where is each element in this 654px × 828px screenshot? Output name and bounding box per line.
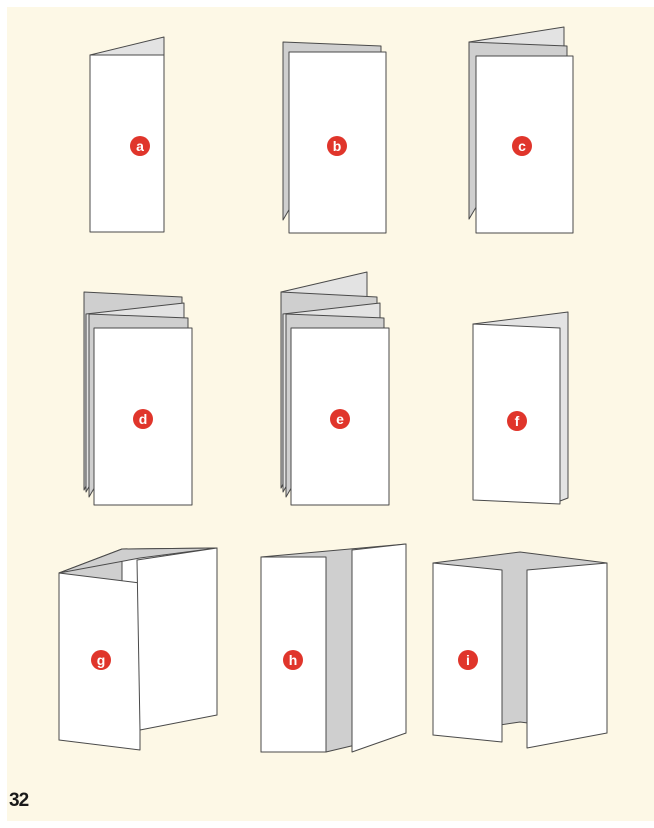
fold-label-badge: g <box>91 650 111 670</box>
fold-label-badge: b <box>327 136 347 156</box>
page-number: 32 <box>9 790 28 812</box>
fold-h-right-panel <box>352 544 406 752</box>
fold-label-badge: f <box>507 411 527 431</box>
fold-a-back-panel <box>90 37 164 55</box>
fold-h <box>261 544 406 752</box>
fold-g-front-panel <box>137 548 217 730</box>
fold-f <box>473 312 568 504</box>
fold-e <box>281 272 389 505</box>
fold-i-right-panel <box>527 563 607 748</box>
fold-i <box>433 552 607 748</box>
fold-d <box>84 292 192 505</box>
fold-label-badge: e <box>330 409 350 429</box>
fold-a <box>90 37 164 232</box>
fold-label-badge: d <box>133 409 153 429</box>
fold-g <box>59 548 217 750</box>
fold-label-badge: c <box>512 136 532 156</box>
fold-c <box>469 27 573 233</box>
fold-label-badge: h <box>283 650 303 670</box>
fold-label-badge: i <box>458 650 478 670</box>
fold-a-front-panel <box>90 55 164 232</box>
fold-label-badge: a <box>130 136 150 156</box>
